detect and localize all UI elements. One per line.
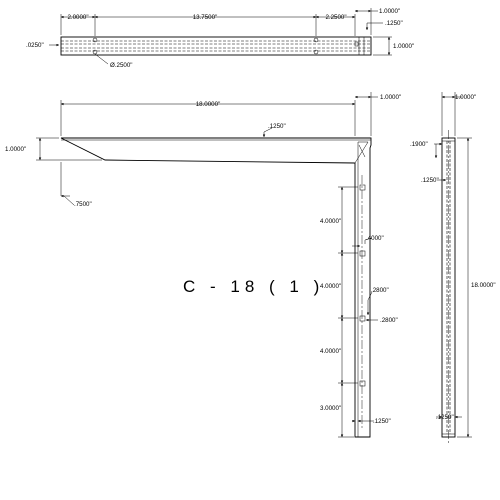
- dim-side-lip-thk: .1250": [421, 177, 439, 184]
- upright-hole-1: [359, 184, 366, 191]
- dim-front-arm-height: 1.0000": [5, 146, 26, 153]
- dim-top-right-offset: 2.2500": [325, 14, 346, 21]
- bracket-outline: [60, 137, 372, 438]
- dim-top-end-width: 1.0000": [379, 8, 400, 15]
- top-hole-2: [92, 49, 98, 55]
- top-view-body: [60, 36, 372, 56]
- dim-top-height: 1.0000": [393, 43, 414, 50]
- dim-front-hole-gap-1: 4.0000": [320, 218, 341, 225]
- top-hole-1: [92, 37, 98, 43]
- dim-front-hole-gap-3: 4.0000": [320, 348, 341, 355]
- dim-side-width: 1.0000": [455, 94, 476, 101]
- dim-front-hole-offset: .4000": [366, 235, 384, 242]
- dim-front-hole-gap-2: 4.0000": [320, 283, 341, 290]
- dim-front-hole-size-2: .2800": [380, 317, 398, 324]
- dim-side-top-lip: .1900": [410, 141, 428, 148]
- front-view: 18.0000" 1.0000" .1250" 1.0000" .7500" 4…: [5, 92, 401, 438]
- dim-front-hole-size: .2800": [371, 287, 389, 294]
- top-hole-3: [313, 37, 319, 43]
- dim-top-hole-dia: Ø.2500": [110, 62, 133, 69]
- dim-front-bottom-thk: .1250": [373, 418, 391, 425]
- top-view: 2.0000" 13.7500" 2.2500" 1.0000" .1250" …: [26, 8, 414, 69]
- part-title: C - 18 ( 1 ): [183, 277, 324, 296]
- dim-side-height: 18.0000": [471, 282, 496, 289]
- dim-front-length: 18.0000": [196, 101, 221, 108]
- dim-front-taper: .7500": [74, 201, 92, 208]
- dim-side-bottom-lip: .1250": [436, 414, 454, 421]
- dim-front-upright-width: 1.0000": [380, 94, 401, 101]
- upright-hole-4: [359, 380, 366, 387]
- dim-front-bottom-gap: 3.0000": [320, 405, 341, 412]
- top-hole-4: [313, 49, 319, 55]
- upright-hole-2: [359, 250, 366, 257]
- upright-hole-3: [359, 315, 366, 322]
- dim-top-hole-spacing: 13.7500": [193, 14, 218, 21]
- dim-top-end-slot: .1250": [385, 20, 403, 27]
- dim-top-wall: .0250": [26, 42, 44, 49]
- dim-front-flange-thk: .1250": [268, 123, 286, 130]
- side-view: 1.0000" .1900" .1250" 18.0000" .1250": [410, 92, 496, 445]
- dim-top-left-offset: 2.0000": [67, 14, 88, 21]
